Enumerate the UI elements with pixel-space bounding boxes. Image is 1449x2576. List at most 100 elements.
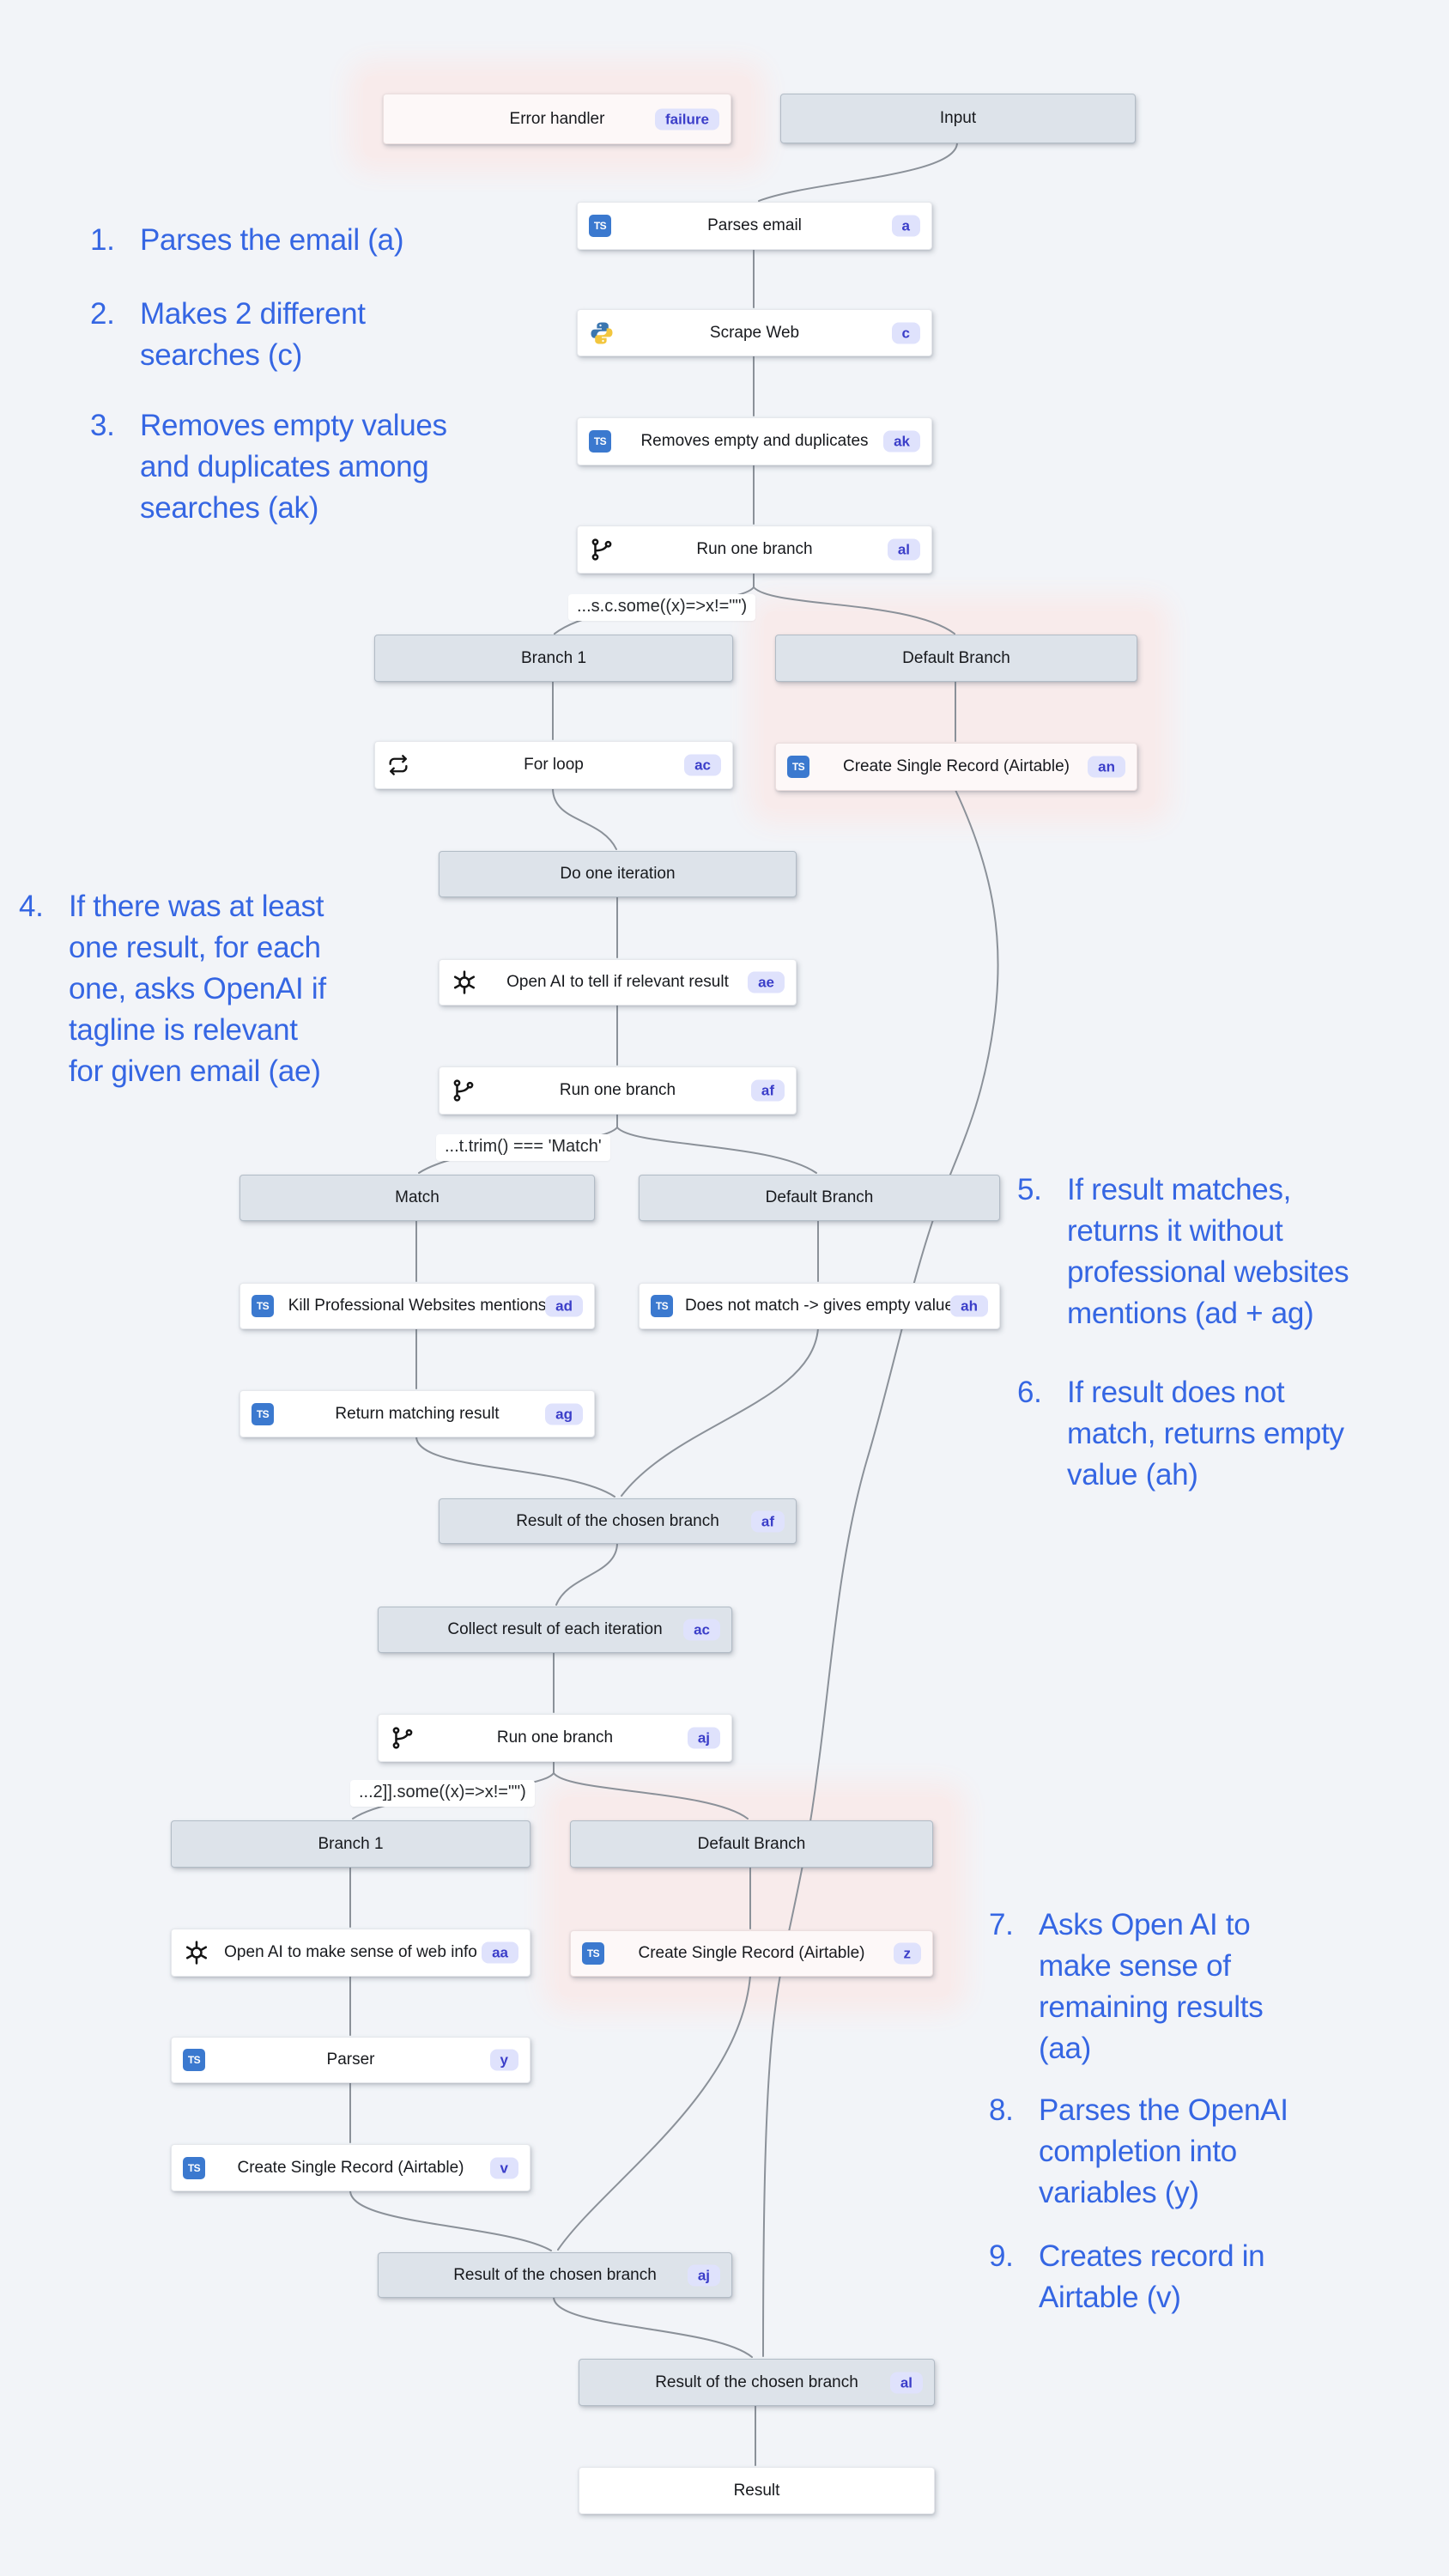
node-branch1-bottom[interactable]: Branch 1 bbox=[171, 1820, 530, 1868]
node-label: Open AI to make sense of web info bbox=[224, 1943, 477, 1961]
node-badge: z bbox=[893, 1942, 921, 1965]
node-scrape-web[interactable]: Scrape Web c bbox=[577, 309, 932, 356]
node-result-aj[interactable]: Result of the chosen branch aj bbox=[378, 2252, 732, 2298]
annotation-number: 7. bbox=[989, 1908, 1014, 1941]
openai-icon bbox=[183, 1939, 210, 1966]
node-do-one-iteration[interactable]: Do one iteration bbox=[439, 851, 797, 897]
node-badge: a bbox=[891, 215, 920, 237]
node-badge: an bbox=[1088, 756, 1125, 778]
node-label: Default Branch bbox=[902, 648, 1010, 667]
node-badge: al bbox=[887, 538, 920, 561]
node-openai-websense[interactable]: Open AI to make sense of web info aa bbox=[171, 1929, 530, 1977]
typescript-icon: TS bbox=[651, 1295, 673, 1317]
node-label: Parses email bbox=[707, 216, 802, 234]
annotation-text: Removes empty values and duplicates amon… bbox=[140, 409, 447, 525]
node-badge: aj bbox=[687, 1727, 720, 1749]
annotation-text: Creates record in Airtable (v) bbox=[1039, 2239, 1265, 2314]
node-removes-empty-duplicates[interactable]: TS Removes empty and duplicates ak bbox=[577, 417, 932, 465]
node-label: Create Single Record (Airtable) bbox=[638, 1944, 865, 1962]
annotation-number: 1. bbox=[90, 223, 115, 257]
node-for-loop[interactable]: For loop ac bbox=[374, 741, 733, 789]
node-create-record-z[interactable]: TS Create Single Record (Airtable) z bbox=[570, 1930, 933, 1977]
node-badge: al bbox=[889, 2372, 923, 2393]
node-label: Result of the chosen branch bbox=[655, 2372, 858, 2391]
git-branch-icon bbox=[451, 1078, 476, 1103]
node-label: Match bbox=[395, 1188, 440, 1206]
node-label: Create Single Record (Airtable) bbox=[237, 2158, 464, 2177]
node-openai-relevant[interactable]: Open AI to tell if relevant result ae bbox=[439, 959, 797, 1005]
node-input[interactable]: Input bbox=[780, 94, 1136, 143]
node-return-matching[interactable]: TS Return matching result ag bbox=[239, 1390, 595, 1437]
node-badge: ac bbox=[684, 754, 721, 776]
annotation-text: Asks Open AI to make sense of remaining … bbox=[1039, 1908, 1264, 2065]
node-default-branch-bottom[interactable]: Default Branch bbox=[570, 1820, 933, 1868]
node-collect-results[interactable]: Collect result of each iteration ac bbox=[378, 1607, 732, 1653]
node-match-branch[interactable]: Match bbox=[239, 1175, 595, 1221]
node-result-af[interactable]: Result of the chosen branch af bbox=[439, 1498, 797, 1544]
node-create-record-an[interactable]: TS Create Single Record (Airtable) an bbox=[775, 743, 1137, 791]
annotation-number: 5. bbox=[1017, 1173, 1042, 1206]
annotation-text: If result matches, returns it without pr… bbox=[1067, 1173, 1349, 1330]
annotation-number: 8. bbox=[989, 2093, 1014, 2127]
node-branch1-top[interactable]: Branch 1 bbox=[374, 635, 733, 682]
node-label: Kill Professional Websites mentions bbox=[288, 1297, 547, 1315]
node-label: Removes empty and duplicates bbox=[640, 432, 869, 450]
node-label: Run one branch bbox=[696, 540, 813, 558]
node-error-handler[interactable]: Error handler failure bbox=[383, 94, 731, 144]
typescript-icon: TS bbox=[589, 215, 611, 237]
annotation-9: 9. Creates record in Airtable (v) bbox=[989, 2236, 1442, 2318]
node-result-al[interactable]: Result of the chosen branch al bbox=[579, 2359, 935, 2406]
annotation-number: 9. bbox=[989, 2239, 1014, 2273]
node-default-branch-mid[interactable]: Default Branch bbox=[639, 1175, 1000, 1221]
node-badge: c bbox=[891, 322, 920, 343]
node-run-one-branch-al[interactable]: Run one branch al bbox=[577, 526, 932, 574]
node-create-record-v[interactable]: TS Create Single Record (Airtable) v bbox=[171, 2144, 530, 2191]
typescript-icon: TS bbox=[582, 1942, 604, 1965]
annotation-number: 6. bbox=[1017, 1376, 1042, 1409]
node-does-not-match[interactable]: TS Does not match -> gives empty value a… bbox=[639, 1283, 1000, 1329]
node-label: For loop bbox=[524, 756, 584, 774]
node-parser[interactable]: TS Parser y bbox=[171, 2037, 530, 2083]
node-badge: ak bbox=[883, 430, 920, 453]
node-label: Default Branch bbox=[697, 1834, 806, 1853]
node-badge: af bbox=[750, 1079, 785, 1102]
node-run-one-branch-aj[interactable]: Run one branch aj bbox=[378, 1714, 732, 1762]
typescript-icon: TS bbox=[183, 2049, 205, 2071]
typescript-icon: TS bbox=[252, 1295, 274, 1317]
openai-icon bbox=[451, 969, 478, 996]
annotation-number: 4. bbox=[19, 890, 44, 923]
node-parses-email[interactable]: TS Parses email a bbox=[577, 202, 932, 250]
node-badge: aj bbox=[687, 2264, 720, 2286]
node-label: Input bbox=[939, 109, 977, 127]
node-label: Branch 1 bbox=[520, 648, 587, 667]
node-label: Result of the chosen branch bbox=[453, 2265, 657, 2284]
node-kill-mentions[interactable]: TS Kill Professional Websites mentions a… bbox=[239, 1283, 595, 1329]
node-badge: ae bbox=[748, 971, 785, 993]
node-label: Return matching result bbox=[335, 1404, 500, 1423]
typescript-icon: TS bbox=[787, 756, 809, 778]
node-label: Branch 1 bbox=[318, 1834, 384, 1853]
node-badge: ac bbox=[683, 1619, 720, 1641]
node-label: Error handler bbox=[509, 109, 605, 128]
annotation-3: 3. Removes empty values and duplicates a… bbox=[90, 405, 621, 529]
node-badge: ad bbox=[545, 1295, 583, 1317]
node-label: Scrape Web bbox=[709, 323, 800, 342]
python-icon bbox=[589, 320, 615, 346]
annotation-text: If result does not match, returns empty … bbox=[1067, 1376, 1344, 1492]
node-label: Open AI to tell if relevant result bbox=[506, 973, 729, 991]
annotation-text: If there was at least one result, for ea… bbox=[69, 890, 326, 1088]
annotation-text: Parses the OpenAI completion into variab… bbox=[1039, 2093, 1288, 2209]
node-default-branch-top[interactable]: Default Branch bbox=[775, 635, 1137, 682]
node-run-one-branch-af[interactable]: Run one branch af bbox=[439, 1066, 797, 1115]
node-result[interactable]: Result bbox=[579, 2467, 935, 2514]
annotation-6: 6. If result does not match, returns emp… bbox=[1017, 1372, 1449, 1496]
node-label: Parser bbox=[326, 2050, 375, 2069]
node-label: Run one branch bbox=[559, 1081, 676, 1099]
annotation-7: 7. Asks Open AI to make sense of remaini… bbox=[989, 1905, 1442, 2069]
node-label: Default Branch bbox=[765, 1188, 874, 1206]
branch-condition-aj: ...2]].some((x)=>x!="") bbox=[350, 1780, 535, 1807]
node-label: Result of the chosen branch bbox=[516, 1511, 719, 1530]
annotation-number: 3. bbox=[90, 409, 115, 442]
node-label: Collect result of each iteration bbox=[447, 1620, 663, 1638]
